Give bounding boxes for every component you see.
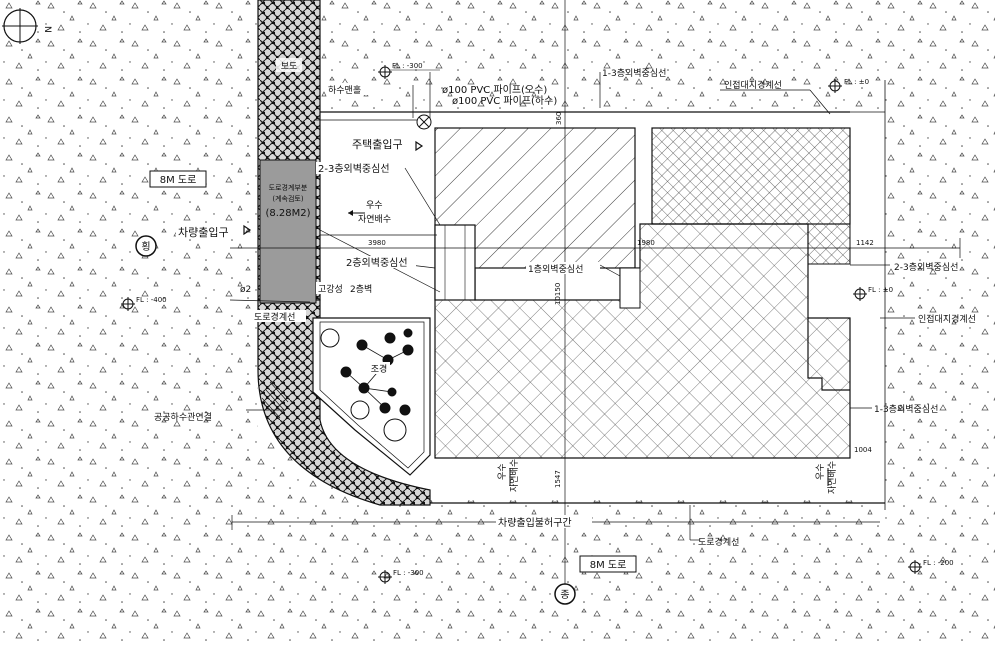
bubble-south: 종 bbox=[554, 583, 576, 605]
north-label: N bbox=[42, 26, 52, 33]
rain-bottom-label: 우수 bbox=[497, 463, 508, 480]
road-boundary-part-label: 도로경계부분 bbox=[269, 183, 308, 192]
level-marker-west: FL : -400 bbox=[121, 296, 167, 311]
adjacent-right-label: 인접대지경계선 bbox=[918, 313, 976, 325]
svg-text:FL : ±0: FL : ±0 bbox=[844, 78, 869, 86]
svg-text:FL : ±0: FL : ±0 bbox=[868, 286, 893, 294]
line-1-center-label: 1층외벽중심선 bbox=[528, 263, 583, 275]
line-1-3-top-label: 1-3층외벽중심선 bbox=[602, 67, 666, 79]
bubble-west: 횡 bbox=[135, 235, 157, 257]
level-marker-right: FL : ±0 bbox=[853, 286, 893, 301]
strength-label: 고강성 bbox=[318, 284, 343, 295]
no-entry-section-label: 차량출입불허구간 bbox=[498, 516, 572, 529]
line-2-3-left-label: 2-3층외벽중심선 bbox=[318, 163, 390, 175]
svg-text:횡: 횡 bbox=[141, 241, 150, 253]
line-1-3-right-label: 1-3층외벽중심선 bbox=[874, 403, 938, 415]
road-boundary-bottom-label: 도로경계선 bbox=[698, 536, 739, 548]
adjacent-top-label: 인접대지경계선 bbox=[724, 79, 782, 91]
road-boundary-part2-label: (계속검토) bbox=[272, 194, 303, 203]
rain-label: 우수 bbox=[366, 200, 383, 211]
natural-drain-label: 자연배수 bbox=[358, 214, 391, 225]
svg-text:3980: 3980 bbox=[368, 239, 386, 247]
level-marker-bottom-right: FL : -200 bbox=[908, 559, 954, 574]
north-arrow-icon: N bbox=[2, 8, 52, 44]
natural-bottom-label: 자연배수 bbox=[509, 459, 520, 492]
line-2-left-label: 2층외벽중심선 bbox=[346, 257, 408, 269]
sidewalk-label: 보도 bbox=[281, 61, 298, 72]
svg-text:FL : -300: FL : -300 bbox=[393, 569, 424, 577]
manhole-symbol bbox=[416, 114, 432, 130]
svg-text:FL : -200: FL : -200 bbox=[923, 559, 954, 567]
svg-text:1004: 1004 bbox=[854, 446, 872, 454]
svg-text:10150: 10150 bbox=[554, 283, 562, 305]
level-marker-bottom-left: FL : -300 bbox=[378, 569, 424, 584]
road-boundary-portion bbox=[259, 159, 317, 304]
dimensions: 3980 1980 1142 10150 1004 1547 360 bbox=[368, 112, 874, 488]
road-west-label: 8M 도로 bbox=[160, 175, 197, 186]
public-sewer-label: 공공하수관연결 bbox=[154, 412, 212, 423]
svg-text:1142: 1142 bbox=[856, 239, 874, 247]
pipe-sewer-label: ø100 PVC 파이프(하수) bbox=[452, 94, 557, 107]
pipe-short-label: ø2 bbox=[240, 285, 251, 295]
rain-bottom2-label: 우수 bbox=[815, 463, 826, 480]
public-sewer-hatch bbox=[261, 381, 289, 419]
house-entrance-label: 주택출입구 bbox=[352, 138, 403, 151]
manhole-label: 하수맨홀 bbox=[328, 84, 361, 96]
svg-text:종: 종 bbox=[560, 589, 569, 601]
level-marker-top: FL : -300 bbox=[378, 62, 440, 79]
pipe-rain-label: ø100 PVC 파이프(오수) bbox=[442, 84, 547, 96]
svg-text:1547: 1547 bbox=[554, 470, 562, 488]
landscape-trees bbox=[320, 328, 414, 442]
entrance-stair bbox=[434, 224, 476, 301]
annotations: 하수맨홀 ø100 PVC 파이프(오수) ø100 PVC 파이프(하수) 1… bbox=[154, 67, 976, 548]
line-2-3-right-label: 2-3층외벽중심선 bbox=[894, 261, 958, 273]
road-area-label: (8.28M2) bbox=[265, 208, 310, 219]
road-south-label: 8M 도로 bbox=[590, 560, 627, 571]
svg-text:FL : -400: FL : -400 bbox=[136, 296, 167, 304]
natural-bottom2-label: 자연배수 bbox=[827, 461, 838, 494]
svg-text:1980: 1980 bbox=[637, 239, 655, 247]
svg-text:360: 360 bbox=[555, 112, 563, 125]
sidewalk-curve bbox=[257, 299, 431, 506]
road-boundary-left-label: 도로경계선 bbox=[254, 311, 295, 323]
wall2-label: 2층벽 bbox=[350, 284, 372, 295]
road-south-box bbox=[579, 555, 637, 573]
building-upper-right bbox=[651, 127, 851, 225]
landscape-label: 조경 bbox=[371, 363, 388, 375]
road-west-box bbox=[149, 170, 207, 188]
car-entrance-label: 차량출입구 bbox=[178, 226, 229, 239]
level-marker-top-right: FL : ±0 bbox=[828, 78, 869, 93]
svg-text:FL : -300: FL : -300 bbox=[392, 62, 423, 70]
